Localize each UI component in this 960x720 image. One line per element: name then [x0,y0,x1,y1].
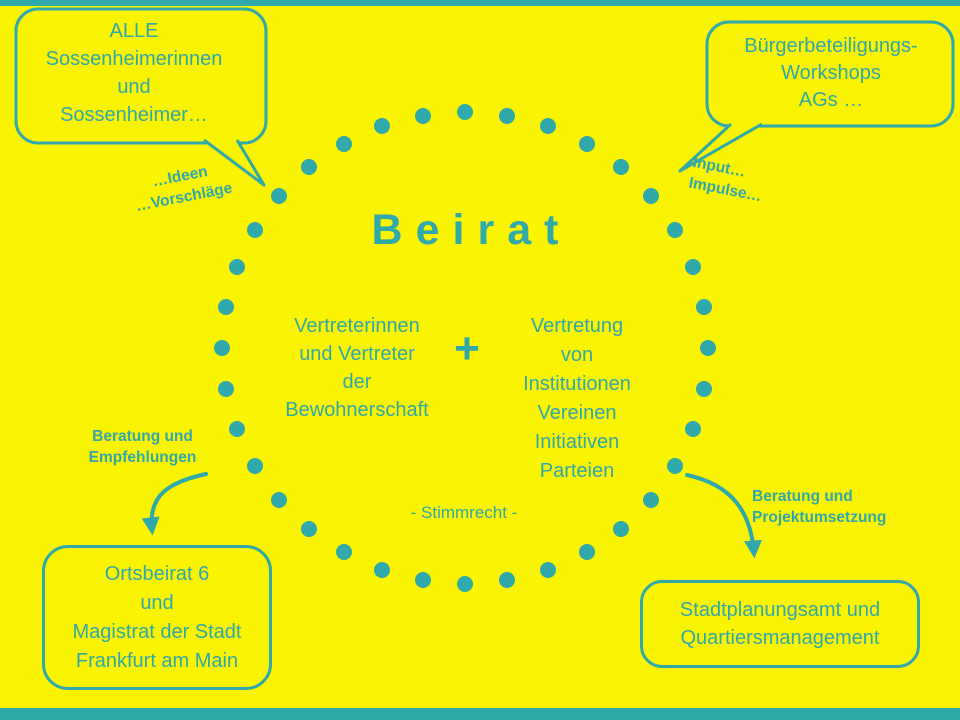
speech-bubble-top-left [14,7,268,187]
circle-dot [540,561,557,578]
circle-dot [700,340,716,356]
bubble-text-top-right: Bürgerbeteiligungs- Workshops AGs … [744,35,918,111]
circle-dot [270,188,287,205]
circle-dot [643,188,660,205]
circle-dot [499,572,516,589]
circle-dot [414,572,431,589]
top-border-bar [0,0,960,6]
arrow-right-path [685,473,763,559]
bubble-text-top-left: ALLE Sossenheimerinnen und Sossenheimer… [45,20,223,126]
voting-right-note: - Stimmrecht - [410,503,518,522]
speech-bubble-top-right [678,20,955,173]
ortsbeirat-box: Ortsbeirat 6 und Magistrat der Stadt Fra… [42,545,272,690]
circle-dot [246,458,263,474]
speech-bubble-top-left-body [14,7,268,145]
arrow-to-stadtplanungsamt [685,473,763,559]
circle-dot [228,420,245,437]
circle-dot [217,299,234,316]
circle-dot [696,299,713,316]
circle-dot [414,107,431,124]
circle-dot [335,135,352,152]
circle-dot [667,222,684,238]
diagram-title: Beirat [371,206,572,254]
circle-dot [228,259,245,276]
residents-column-text: Vertreterinnen und Vertreter der Bewohne… [285,315,429,421]
arrow-left-path [141,472,208,536]
circle-dot [696,380,713,397]
speech-bubble-top-left-tail [203,138,266,187]
bottom-border-bar [0,708,960,720]
circle-dot [373,561,390,578]
circle-dot [578,135,595,152]
circle-dot [578,544,595,561]
speech-bubble-top-right-body [705,20,955,128]
circle-dot [214,340,230,356]
circle-dot [457,576,473,592]
advice-left-label: Beratung und Empfehlungen [88,428,197,466]
speech-bubble-top-right-tail [678,122,763,173]
circle-dot [540,118,557,135]
circle-dot [667,458,684,474]
circle-dot [685,259,702,276]
advice-right-label: Beratung und Projektumsetzung [752,488,887,526]
circle-dot [335,544,352,561]
circle-dot [246,222,263,238]
circle-dot [270,491,287,508]
circle-dot [613,159,630,176]
circle-dot [373,118,390,135]
circle-dot [217,380,234,397]
institutions-column-text: Vertretung von Institutionen Vereinen In… [523,315,631,482]
arrow-to-ortsbeirat [141,472,208,536]
circle-dot [499,107,516,124]
circle-dot [457,104,473,120]
circle-dot [613,520,630,537]
plus-sign: + [454,324,480,373]
stadtplanungsamt-box: Stadtplanungsamt und Quartiersmanagement [640,580,920,668]
circle-dot [685,420,702,437]
circle-dot [643,491,660,508]
circle-dot [300,520,317,537]
circle-dot [300,159,317,176]
